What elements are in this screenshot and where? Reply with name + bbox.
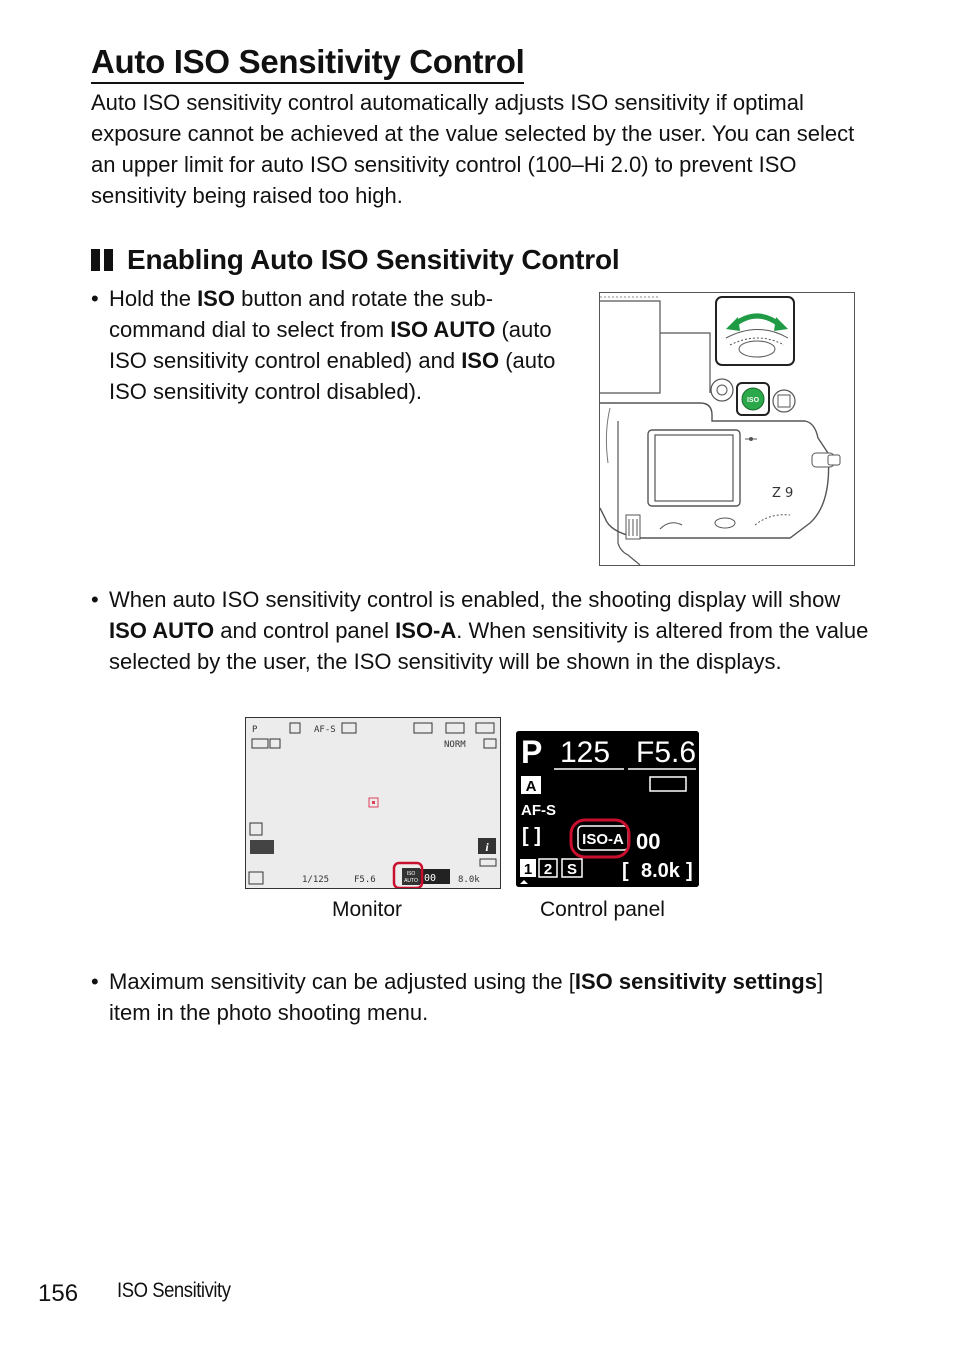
panel-bracket-left: [ — [622, 860, 629, 882]
bullet-marker: • — [91, 286, 99, 311]
camera-drawing: ISO Z 9 — [599, 296, 841, 566]
control-panel-drawing: P 125 F5.6 A AF-S [ ] ISO-A 00 1 2 S [ 8… — [516, 731, 699, 887]
section-heading: Enabling Auto ISO Sensitivity Control — [91, 242, 620, 278]
panel-slot-2: 2 — [544, 861, 552, 878]
monitor-iso-badge-top: ISO — [407, 871, 416, 877]
bullet-text: When auto ISO sensitivity control is ena… — [109, 587, 841, 612]
monitor-quality: NORM — [444, 740, 466, 750]
panel-remaining: 8.0k — [641, 860, 681, 882]
bullet-text: Hold the — [109, 286, 198, 311]
monitor-remaining: 8.0k — [458, 875, 480, 885]
panel-focus-mode: AF-S — [521, 802, 556, 819]
monitor-aperture: F5.6 — [354, 875, 376, 885]
monitor-iso-badge-bottom: AUTO — [404, 878, 418, 884]
bullet-text: (auto ISO sensitivity control enabled) a… — [109, 317, 552, 373]
monitor-mode: P — [252, 725, 258, 735]
bullet-text: and control panel — [214, 618, 396, 643]
heading-marker-icon — [91, 249, 100, 271]
panel-slot-s: S — [567, 861, 577, 878]
iso-highlight-ring — [569, 818, 631, 859]
bullet-text: button and rotate the sub-command dial t… — [109, 286, 494, 342]
bullet-text: . When sensitivity is altered from the v… — [109, 618, 869, 674]
monitor-iso-value: 00 — [424, 873, 436, 884]
bullet-bold: ISO sensitivity settings — [574, 969, 817, 994]
panel-iso-value: 00 — [636, 829, 660, 854]
panel-area-bracket: [ ] — [522, 825, 541, 847]
bullet-marker: • — [91, 969, 99, 994]
monitor-display: P AF-S NORM i 1/125 F5.6 ISO AUTO 00 8.0… — [245, 717, 501, 890]
panel-iso-label: ISO-A — [582, 831, 624, 848]
list-item: • Maximum sensitivity can be adjusted us… — [91, 966, 869, 1028]
info-icon: i — [485, 840, 489, 854]
monitor-shutter: 1/125 — [302, 875, 329, 885]
panel-aperture: F5.6 — [636, 736, 696, 769]
monitor-focus-mode: AF-S — [314, 725, 336, 735]
panel-bracket-right: ] — [686, 860, 693, 882]
bullet-text: Maximum sensitivity can be adjusted usin… — [109, 969, 575, 994]
monitor-caption: Monitor — [332, 898, 403, 921]
camera-illustration: ISO Z 9 — [599, 292, 855, 566]
panel-area: A — [526, 778, 537, 795]
bullet-text: ] item in the photo shooting menu. — [109, 969, 824, 1025]
iso-button-label: ISO — [747, 397, 760, 404]
page-title: Auto ISO Sensitivity Control — [91, 42, 525, 84]
intro-paragraph: Auto ISO sensitivity control automatical… — [91, 90, 855, 208]
bullet-bold: ISO AUTO — [109, 618, 215, 643]
bullet-bold: ISO AUTO — [390, 317, 496, 342]
bullet-bold: ISO — [461, 348, 500, 373]
heading-marker-icon — [104, 249, 113, 271]
list-item: • When auto ISO sensitivity control is e… — [91, 584, 869, 677]
bullet-bold: ISO — [197, 286, 235, 311]
bullet-bold: ISO-A — [395, 618, 457, 643]
monitor-drawing: P AF-S NORM i 1/125 F5.6 ISO AUTO 00 8.0… — [246, 718, 500, 890]
list-item: • Hold the ISO button and rotate the sub… — [91, 283, 579, 407]
control-panel-display: P 125 F5.6 A AF-S [ ] ISO-A 00 1 2 S [ 8… — [516, 731, 699, 887]
control-panel-caption: Control panel — [540, 898, 665, 921]
section-heading-text: Enabling Auto ISO Sensitivity Control — [127, 244, 620, 275]
panel-shutter: 125 — [560, 736, 610, 769]
page-number: 156 — [38, 1280, 79, 1307]
panel-mode: P — [521, 734, 542, 770]
model-mark: Z 9 — [772, 486, 793, 501]
bullet-text: (auto ISO sensitivity control disabled). — [109, 348, 556, 404]
panel-slot-1: 1 — [524, 861, 532, 878]
bullet-marker: • — [91, 587, 99, 612]
running-head: ISO Sensitivity — [117, 1279, 231, 1302]
